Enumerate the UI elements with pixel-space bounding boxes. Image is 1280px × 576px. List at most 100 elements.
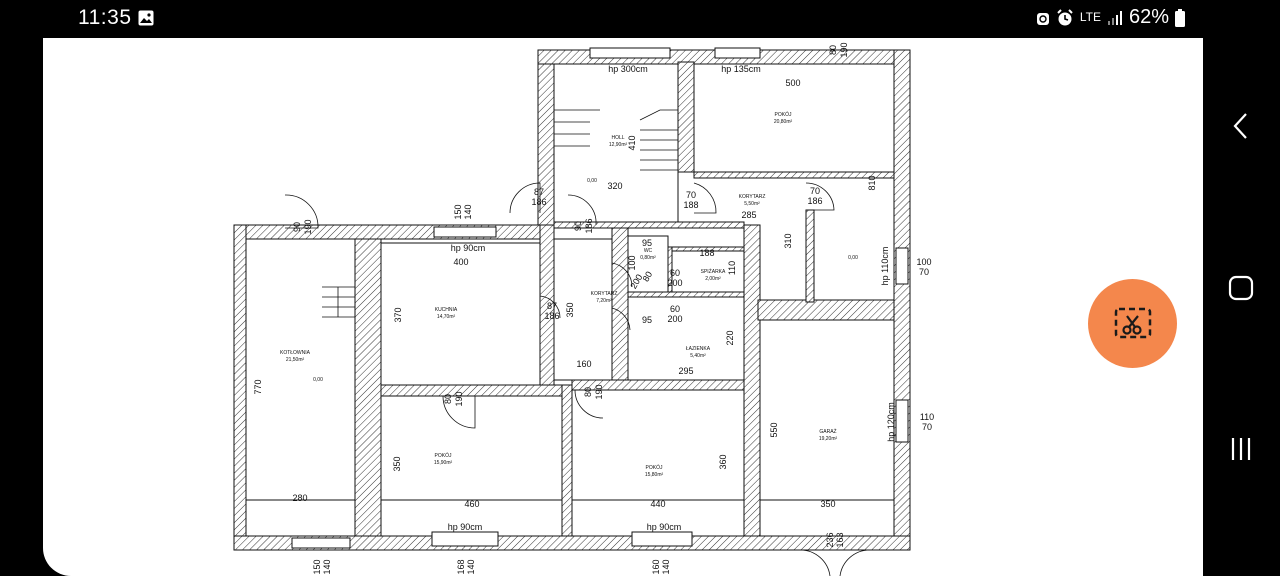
battery-level: 62%: [1128, 6, 1169, 28]
svg-text:190: 190: [303, 219, 313, 234]
svg-text:0,00: 0,00: [313, 377, 323, 383]
svg-text:150: 150: [312, 559, 322, 574]
svg-text:70: 70: [810, 186, 820, 196]
svg-text:140: 140: [661, 559, 671, 574]
svg-text:190: 190: [839, 42, 849, 57]
svg-text:WC: WC: [644, 248, 653, 254]
scissors-select-icon: [1114, 307, 1151, 338]
svg-text:460: 460: [464, 499, 479, 509]
svg-text:60: 60: [670, 304, 680, 314]
svg-text:80: 80: [828, 45, 838, 55]
svg-text:95: 95: [642, 238, 652, 248]
svg-text:440: 440: [650, 499, 665, 509]
svg-text:60: 60: [670, 268, 680, 278]
svg-text:5,50m²: 5,50m²: [744, 201, 760, 207]
svg-text:160: 160: [576, 359, 591, 369]
svg-text:70: 70: [919, 267, 929, 277]
svg-text:140: 140: [466, 559, 476, 574]
clock: 11:35: [78, 6, 132, 29]
svg-text:95: 95: [642, 315, 652, 325]
svg-text:hp 90cm: hp 90cm: [451, 243, 486, 253]
svg-text:90: 90: [573, 221, 583, 231]
svg-text:87: 87: [534, 187, 544, 197]
svg-text:400: 400: [453, 257, 468, 267]
svg-text:hp 110cm: hp 110cm: [880, 247, 890, 286]
svg-text:POKÓJ: POKÓJ: [646, 464, 663, 471]
svg-text:POKÓJ: POKÓJ: [435, 452, 452, 459]
svg-text:168: 168: [456, 559, 466, 574]
svg-text:190: 190: [454, 391, 464, 406]
recent-apps-icon: [1231, 438, 1251, 460]
svg-text:hp 90cm: hp 90cm: [647, 522, 682, 532]
svg-text:0,00: 0,00: [848, 255, 858, 261]
svg-text:285: 285: [741, 210, 756, 220]
svg-text:140: 140: [463, 204, 473, 219]
svg-text:KUCHNIA: KUCHNIA: [435, 307, 458, 313]
svg-text:15,80m²: 15,80m²: [645, 472, 664, 478]
svg-text:320: 320: [607, 181, 622, 191]
signal-icon: [1107, 10, 1122, 25]
svg-text:hp 135cm: hp 135cm: [721, 64, 761, 74]
svg-text:410: 410: [627, 135, 637, 150]
svg-text:100: 100: [916, 257, 931, 267]
alarm-icon: [1057, 8, 1073, 25]
recent-apps-button[interactable]: [1223, 431, 1259, 467]
svg-text:hp 120cm: hp 120cm: [886, 402, 896, 442]
svg-text:20,80m²: 20,80m²: [774, 119, 793, 125]
svg-text:220: 220: [725, 330, 735, 345]
svg-text:hp 300cm: hp 300cm: [608, 64, 648, 74]
gallery-notification-icon: [138, 10, 154, 26]
svg-text:350: 350: [392, 456, 402, 471]
status-bar: 11:35 LTE 62%: [0, 0, 1203, 38]
svg-text:350: 350: [565, 302, 575, 317]
svg-text:236: 236: [825, 532, 835, 547]
svg-text:310: 310: [783, 233, 793, 248]
svg-text:SPIŻARKA: SPIŻARKA: [701, 268, 726, 275]
svg-text:70: 70: [686, 190, 696, 200]
svg-text:186: 186: [584, 218, 594, 233]
svg-text:87: 87: [547, 301, 557, 311]
home-square-icon: [1228, 275, 1254, 301]
svg-text:70: 70: [922, 422, 932, 432]
svg-text:80: 80: [641, 270, 655, 284]
svg-text:HOLL: HOLL: [611, 135, 624, 141]
svg-text:295: 295: [678, 366, 693, 376]
svg-text:160: 160: [651, 559, 661, 574]
svg-text:90: 90: [292, 222, 302, 232]
back-chevron-icon: [1233, 113, 1247, 139]
home-button[interactable]: [1223, 270, 1259, 306]
recycle-icon: [1036, 12, 1049, 25]
svg-text:KORYTARZ: KORYTARZ: [591, 291, 618, 297]
svg-text:190: 190: [594, 384, 604, 399]
svg-text:200: 200: [667, 314, 682, 324]
svg-text:770: 770: [253, 379, 263, 394]
svg-text:80: 80: [583, 387, 593, 397]
svg-text:110: 110: [920, 412, 934, 422]
floor-plan: HOLL 12,90m² POKÓJ 20,80m² KORYTARZ 5,50…: [233, 42, 934, 576]
svg-text:100: 100: [627, 255, 637, 270]
stairs: [322, 109, 678, 318]
svg-text:110: 110: [727, 261, 737, 275]
status-icons: LTE 62%: [1036, 6, 1185, 29]
svg-text:ŁAZIENKA: ŁAZIENKA: [686, 346, 711, 352]
svg-text:80: 80: [443, 394, 453, 404]
svg-text:360: 360: [718, 454, 728, 469]
svg-text:POKÓJ: POKÓJ: [775, 111, 792, 118]
svg-text:2,00m²: 2,00m²: [705, 276, 721, 282]
svg-text:14,70m²: 14,70m²: [437, 314, 456, 320]
back-button[interactable]: [1223, 108, 1259, 144]
svg-text:140: 140: [322, 559, 332, 574]
svg-text:0,00: 0,00: [587, 178, 597, 184]
svg-text:186: 186: [531, 197, 546, 207]
svg-text:15,90m²: 15,90m²: [434, 460, 453, 466]
network-type: LTE: [1079, 10, 1101, 24]
svg-text:186: 186: [807, 196, 822, 206]
navigation-bar: [1203, 0, 1280, 576]
svg-text:350: 350: [820, 499, 835, 509]
svg-text:163: 163: [835, 532, 845, 547]
svg-text:550: 550: [769, 422, 779, 437]
svg-text:0,80m²: 0,80m²: [640, 255, 656, 261]
svg-text:200: 200: [667, 278, 682, 288]
image-viewer[interactable]: HOLL 12,90m² POKÓJ 20,80m² KORYTARZ 5,50…: [43, 38, 1203, 576]
smart-select-button[interactable]: [1088, 279, 1177, 368]
